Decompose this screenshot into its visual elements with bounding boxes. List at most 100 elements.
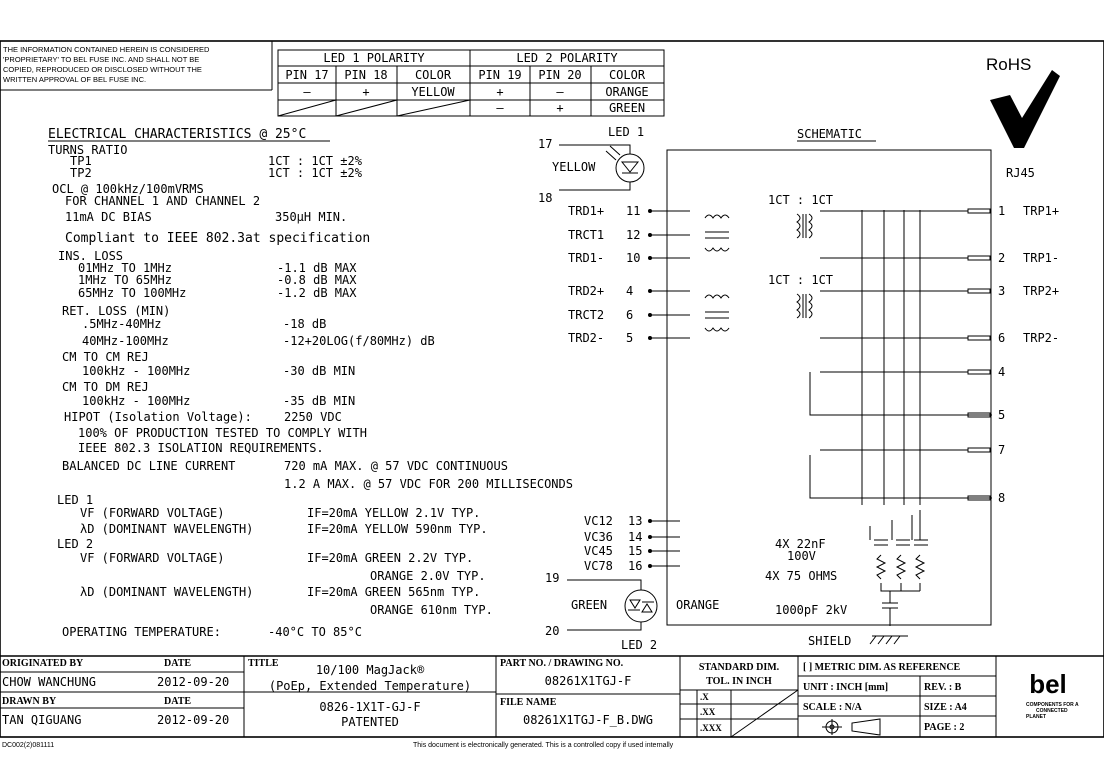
spec-value: 1CT : 1CT ±2%: [268, 166, 363, 180]
left-pin-name: TRD1+: [568, 204, 604, 218]
right-pin-number: 8: [998, 491, 1005, 505]
patented-label: PATENTED: [341, 715, 399, 729]
right-pin-number: 2: [998, 251, 1005, 265]
right-pin-name: TRP2-: [1023, 331, 1059, 345]
left-pin-number: 12: [626, 228, 640, 242]
vc-pin-number: 13: [628, 514, 642, 528]
vc-pin-name: VC36: [584, 530, 613, 544]
left-pin-number: 5: [626, 331, 633, 345]
drawing-subtitle: (PoEp, Extended Temperature): [269, 679, 471, 693]
originated-by: CHOW WANCHUNG: [2, 675, 96, 689]
notice-line: WRITTEN APPROVAL OF BEL FUSE INC.: [3, 75, 146, 84]
scale-label: SCALE : N/A: [803, 702, 863, 713]
spec-value: ORANGE 610nm TYP.: [370, 603, 493, 617]
right-pin-number: 7: [998, 443, 1005, 457]
polarity-header: PIN 19: [478, 68, 521, 82]
notice-line: THE INFORMATION CONTAINED HEREIN IS CONS…: [3, 45, 210, 54]
schematic: SCHEMATIC RJ45 LED 1 17 18 YELLOW 1CT : …: [538, 125, 1059, 652]
spec-value: IF=20mA YELLOW 2.1V TYP.: [307, 506, 480, 520]
spec-value: 1.2 A MAX. @ 57 VDC FOR 200 MILLISECONDS: [284, 477, 573, 491]
led2-label: LED 2: [621, 638, 657, 652]
led2-polarity-title: LED 2 POLARITY: [516, 51, 618, 65]
projection-symbol-icon: [822, 718, 881, 736]
right-pin-number: 1: [998, 204, 1005, 218]
spec-label: VF (FORWARD VOLTAGE): [80, 551, 225, 565]
drawing-title: 10/100 MagJack®: [316, 663, 425, 677]
polarity-header: PIN 18: [344, 68, 387, 82]
part-series: 0826-1X1T-GJ-F: [319, 700, 420, 714]
right-pin-number: 4: [998, 365, 1005, 379]
notice-line: 'PROPRIETARY' TO BEL FUSE INC. AND SHALL…: [3, 55, 199, 64]
footer-note: This document is electronically generate…: [413, 742, 674, 749]
tagline-line: COMPONENTS FOR A: [1026, 702, 1079, 708]
title-block: ORIGINATED BY DATE CHOW WANCHUNG 2012-09…: [0, 655, 1104, 738]
spec-value: -12+20LOG(f/80MHz) dB: [283, 334, 435, 348]
spec-label: FOR CHANNEL 1 AND CHANNEL 2: [65, 194, 260, 208]
left-pin: TRD1-10: [568, 251, 690, 265]
specs-title: ELECTRICAL CHARACTERISTICS @ 25°C: [48, 127, 306, 142]
polarity-cell: ORANGE: [605, 85, 648, 99]
proprietary-notice: THE INFORMATION CONTAINED HEREIN IS CONS…: [0, 41, 273, 91]
drawn-by-label: DRAWN BY: [2, 696, 57, 707]
spec-value: ORANGE 2.0V TYP.: [370, 569, 486, 583]
polarity-cell: +: [496, 85, 503, 99]
polarity-header: PIN 17: [285, 68, 328, 82]
vc-pin-name: VC12: [584, 514, 613, 528]
right-pin-number: 6: [998, 331, 1005, 345]
date-label: DATE: [164, 658, 191, 669]
led2-color-orange: ORANGE: [676, 598, 719, 612]
vc-pin-name: VC78: [584, 559, 613, 573]
led1-color: YELLOW: [552, 160, 596, 174]
spec-value: IF=20mA GREEN 2.2V TYP.: [307, 551, 473, 565]
spec-label: 100kHz - 100MHz: [82, 394, 190, 408]
left-pin-number: 4: [626, 284, 633, 298]
led-polarity-table: LED 1 POLARITY LED 2 POLARITY PIN 17 PIN…: [277, 49, 665, 117]
tagline-line: PLANET: [1026, 714, 1046, 720]
left-pin: TRCT1 12: [568, 228, 690, 242]
spec-label: TP2: [70, 166, 92, 180]
pin19-number: 19: [545, 571, 559, 585]
right-pin-name: TRP1-: [1023, 251, 1059, 265]
vc-pin: VC12 13: [584, 514, 680, 528]
drawn-date: 2012-09-20: [157, 713, 229, 727]
std-dim-label: STANDARD DIM.: [699, 662, 780, 673]
resistor-icons: [875, 554, 926, 580]
spec-label: OCL @ 100kHz/100mVRMS: [52, 182, 204, 196]
pin17-number: 17: [538, 137, 552, 151]
spec-label: 40MHz-100MHz: [82, 334, 169, 348]
originated-date: 2012-09-20: [157, 675, 229, 689]
led1-label: LED 1: [608, 125, 644, 139]
bel-logo: bel: [1029, 669, 1067, 699]
vc-pin-number: 16: [628, 559, 642, 573]
spec-label: TP1: [70, 154, 92, 168]
spec-value: 2250 VDC: [284, 410, 342, 424]
left-pin-name: TRCT1: [568, 228, 604, 242]
left-pin-name: TRD1-: [568, 251, 604, 265]
size-label: SIZE : A4: [924, 702, 967, 713]
right-pin: 4: [820, 365, 1005, 379]
spec-label: 1MHz TO 65MHz: [78, 273, 172, 287]
left-pin: TRD2-5: [568, 331, 690, 345]
tol-row: .XXX: [700, 723, 722, 733]
spec-value: IF=20mA GREEN 565nm TYP.: [307, 585, 480, 599]
left-pin-number: 11: [626, 204, 640, 218]
right-pin: 6 TRP2-: [820, 331, 1059, 345]
transformer-1-icon: [704, 213, 813, 252]
polarity-cell: –: [303, 85, 311, 99]
rj45-housing: [666, 149, 992, 626]
ratio-label: 1CT : 1CT: [768, 193, 833, 207]
hv-cap-label: 1000pF 2kV: [775, 603, 847, 617]
part-no-label: PART NO. / DRAWING NO.: [500, 658, 624, 669]
polarity-header: COLOR: [609, 68, 646, 82]
vc-pin: VC78 16: [584, 559, 680, 573]
pin20-number: 20: [545, 624, 559, 638]
spec-label: 100% OF PRODUCTION TESTED TO COMPLY WITH: [78, 426, 367, 440]
ratio-label: 1CT : 1CT: [768, 273, 833, 287]
spec-label: 11mA DC BIAS: [65, 210, 152, 224]
transformer-2-icon: [704, 293, 813, 332]
